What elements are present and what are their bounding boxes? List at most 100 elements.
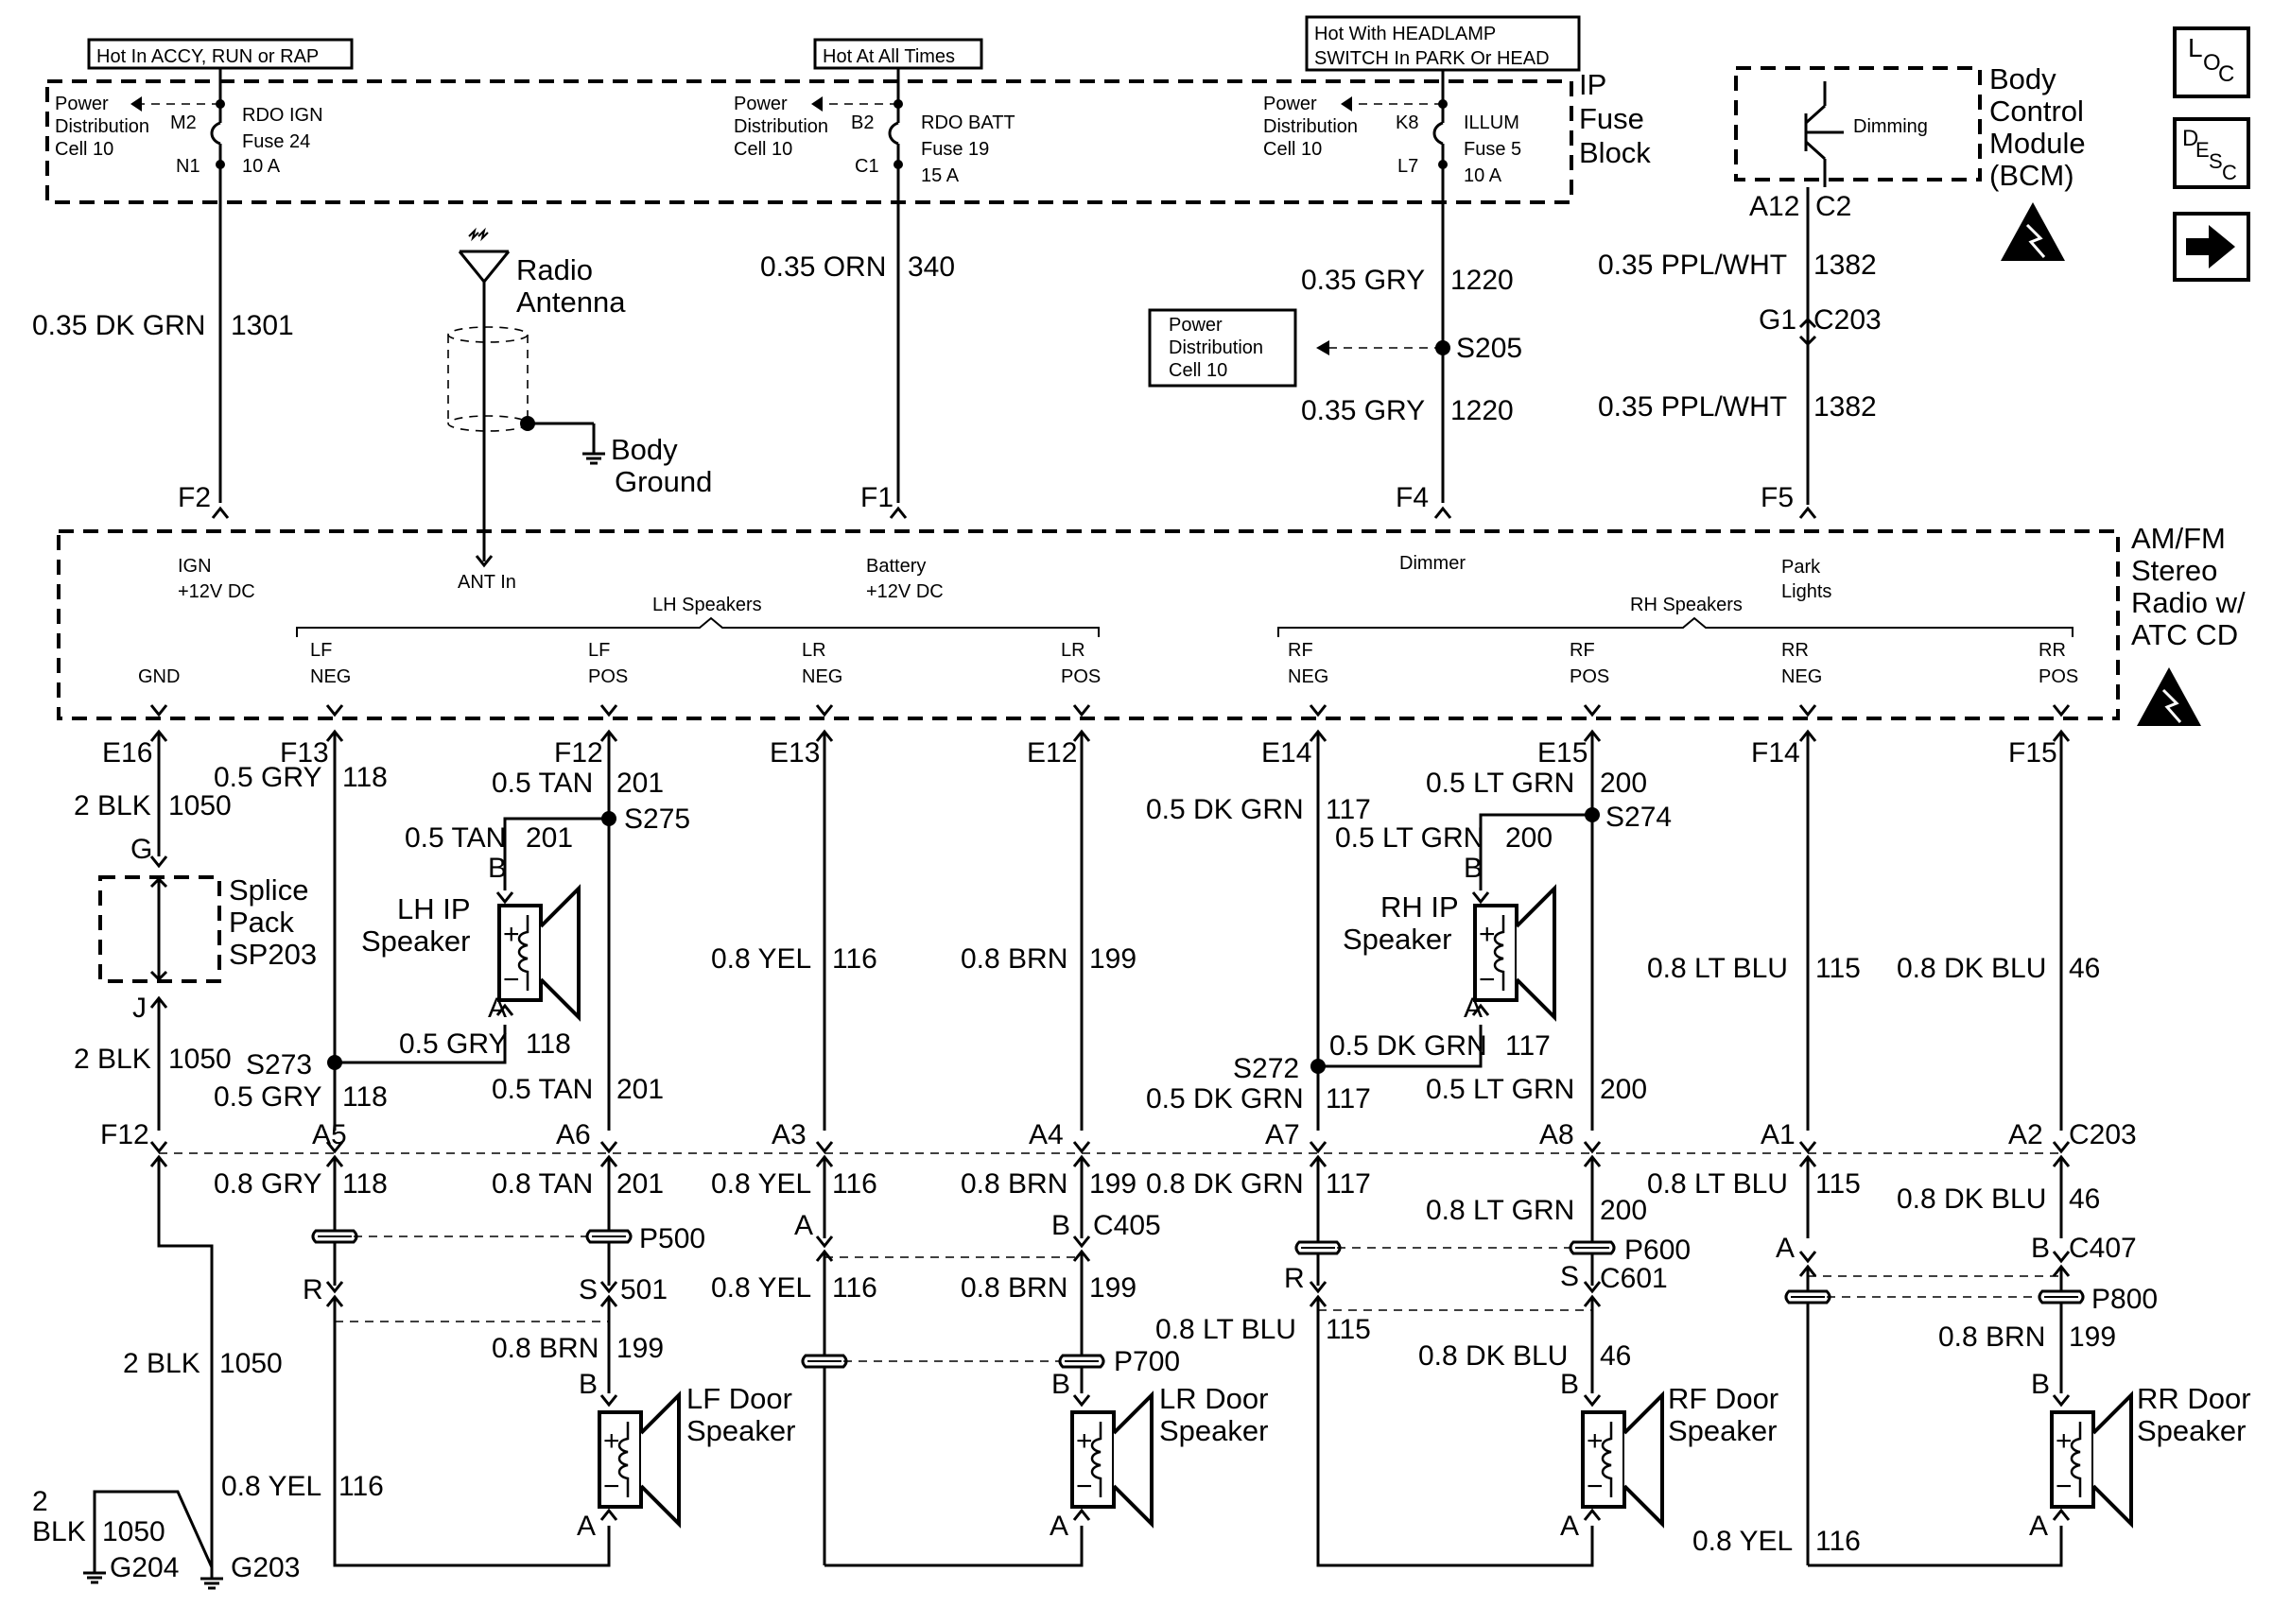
svg-text:201: 201 <box>616 1168 664 1200</box>
svg-text:0.35 PPL/WHT: 0.35 PPL/WHT <box>1598 250 1787 281</box>
locator-button[interactable]: L O C <box>2173 26 2250 98</box>
svg-text:Hot In ACCY, RUN or RAP: Hot In ACCY, RUN or RAP <box>96 46 319 67</box>
svg-text:L: L <box>2188 33 2203 62</box>
svg-text:0.5 LT GRN: 0.5 LT GRN <box>1426 1074 1574 1105</box>
svg-text:1050: 1050 <box>168 790 232 821</box>
svg-text:Speaker: Speaker <box>2137 1414 2246 1447</box>
svg-text:0.35 PPL/WHT: 0.35 PPL/WHT <box>1598 391 1787 423</box>
next-page-arrow-icon[interactable] <box>2173 212 2250 282</box>
svg-text:Fuse 5: Fuse 5 <box>1464 139 1521 160</box>
svg-text:Cell 10: Cell 10 <box>1263 139 1322 160</box>
svg-text:0.5 DK GRN: 0.5 DK GRN <box>1329 1030 1487 1062</box>
svg-text:A12: A12 <box>1749 191 1799 222</box>
lh-ip-speaker: LH IP Speaker <box>361 887 581 1019</box>
svg-text:RH Speakers: RH Speakers <box>1630 595 1743 615</box>
svg-text:NEG: NEG <box>802 666 842 687</box>
svg-text:B: B <box>1560 1369 1579 1400</box>
svg-text:Pack: Pack <box>229 906 294 939</box>
svg-text:F12: F12 <box>554 737 603 769</box>
svg-text:E12: E12 <box>1027 737 1077 769</box>
svg-text:B: B <box>1051 1369 1070 1400</box>
svg-text:1220: 1220 <box>1450 265 1514 296</box>
svg-text:0.8 LT GRN: 0.8 LT GRN <box>1426 1195 1574 1226</box>
svg-text:Ground: Ground <box>615 465 712 498</box>
svg-text:Hot At All Times: Hot At All Times <box>823 46 955 67</box>
svg-text:116: 116 <box>1815 1526 1861 1557</box>
svg-text:1050: 1050 <box>102 1516 165 1547</box>
svg-text:S275: S275 <box>624 803 690 835</box>
svg-text:201: 201 <box>616 1074 664 1105</box>
svg-text:NEG: NEG <box>1781 666 1822 687</box>
svg-text:0.8 LT BLU: 0.8 LT BLU <box>1647 953 1788 984</box>
hot-label-headlamp: Hot With HEADLAMP SWITCH In PARK Or HEAD <box>1305 15 1581 72</box>
svg-text:F14: F14 <box>1751 737 1800 769</box>
lf-door-speaker: LF Door Speaker <box>598 1382 795 1526</box>
svg-text:Battery: Battery <box>866 556 926 577</box>
svg-text:0.35 GRY: 0.35 GRY <box>1301 395 1425 426</box>
svg-text:115: 115 <box>1815 953 1861 984</box>
svg-text:RDO IGN: RDO IGN <box>242 105 323 126</box>
svg-text:A2: A2 <box>2008 1119 2043 1150</box>
svg-text:Speaker: Speaker <box>686 1414 795 1447</box>
svg-text:ILLUM: ILLUM <box>1464 112 1519 133</box>
am-fm-radio: AM/FM Stereo Radio w/ ATC CD IGN +12V DC… <box>57 522 2246 728</box>
svg-text:(BCM): (BCM) <box>1989 159 2074 192</box>
svg-text:A4: A4 <box>1029 1119 1064 1150</box>
svg-text:1301: 1301 <box>231 310 294 341</box>
svg-text:AM/FM: AM/FM <box>2131 522 2226 555</box>
svg-text:201: 201 <box>616 768 664 799</box>
svg-text:2 BLK: 2 BLK <box>74 1044 151 1075</box>
svg-text:Cell 10: Cell 10 <box>1169 360 1227 381</box>
svg-text:Fuse 24: Fuse 24 <box>242 131 310 152</box>
svg-text:Cell 10: Cell 10 <box>55 139 113 160</box>
svg-text:Lights: Lights <box>1781 581 1831 602</box>
fuse-illum: Power Distribution Cell 10 K8 L7 ILLUM F… <box>1263 70 1521 503</box>
svg-text:0.8 YEL: 0.8 YEL <box>711 943 811 975</box>
svg-text:0.8 BRN: 0.8 BRN <box>961 1272 1067 1304</box>
svg-text:0.8 DK BLU: 0.8 DK BLU <box>1897 1183 2046 1215</box>
svg-text:E15: E15 <box>1537 737 1588 769</box>
svg-text:G: G <box>130 834 152 865</box>
svg-text:K8: K8 <box>1396 112 1418 133</box>
svg-text:0.5 LT GRN: 0.5 LT GRN <box>1335 822 1484 854</box>
svg-text:RR Door: RR Door <box>2137 1382 2251 1415</box>
svg-text:SWITCH In PARK Or HEAD: SWITCH In PARK Or HEAD <box>1314 48 1550 69</box>
svg-text:Distribution: Distribution <box>734 116 828 137</box>
svg-text:Antenna: Antenna <box>516 285 626 319</box>
svg-text:C: C <box>2218 61 2234 87</box>
description-button[interactable]: D E S C <box>2173 117 2250 189</box>
svg-text:Speaker: Speaker <box>1159 1414 1268 1447</box>
svg-text:LF: LF <box>588 640 610 661</box>
svg-text:G1: G1 <box>1759 304 1796 336</box>
svg-text:118: 118 <box>526 1028 571 1060</box>
svg-text:S: S <box>2209 149 2223 173</box>
svg-text:L7: L7 <box>1397 156 1418 177</box>
fuse-rdo-ign: Power Distribution Cell 10 M2 N1 RDO IGN… <box>55 68 323 503</box>
svg-text:0.8 DK GRN: 0.8 DK GRN <box>1146 1168 1304 1200</box>
svg-text:A8: A8 <box>1539 1119 1574 1150</box>
svg-text:0.8 BRN: 0.8 BRN <box>961 943 1067 975</box>
svg-text:0.5 TAN: 0.5 TAN <box>492 768 593 799</box>
svg-text:G203: G203 <box>231 1552 300 1583</box>
svg-text:199: 199 <box>1089 1272 1136 1304</box>
svg-text:B: B <box>1051 1210 1070 1241</box>
svg-text:A: A <box>1776 1233 1795 1264</box>
svg-text:0.8 DK BLU: 0.8 DK BLU <box>1897 953 2046 984</box>
svg-text:116: 116 <box>338 1471 384 1502</box>
svg-text:Cell 10: Cell 10 <box>734 139 792 160</box>
rf-door-speaker: RF Door Speaker <box>1581 1382 1778 1526</box>
svg-text:Power: Power <box>55 94 109 114</box>
svg-text:Power: Power <box>1263 94 1317 114</box>
svg-text:LF Door: LF Door <box>686 1382 792 1415</box>
ip-fuse-block: IP Fuse Block <box>45 68 1651 204</box>
svg-text:RH IP: RH IP <box>1380 890 1459 924</box>
svg-text:2 BLK: 2 BLK <box>74 790 151 821</box>
svg-text:116: 116 <box>832 1272 877 1304</box>
svg-text:Distribution: Distribution <box>1263 116 1358 137</box>
svg-text:C2: C2 <box>1815 191 1851 222</box>
svg-text:B: B <box>2031 1369 2050 1400</box>
svg-text:LR: LR <box>802 640 826 661</box>
svg-text:0.5 DK GRN: 0.5 DK GRN <box>1146 794 1304 825</box>
svg-text:115: 115 <box>1815 1168 1861 1200</box>
svg-text:P800: P800 <box>2091 1284 2158 1315</box>
